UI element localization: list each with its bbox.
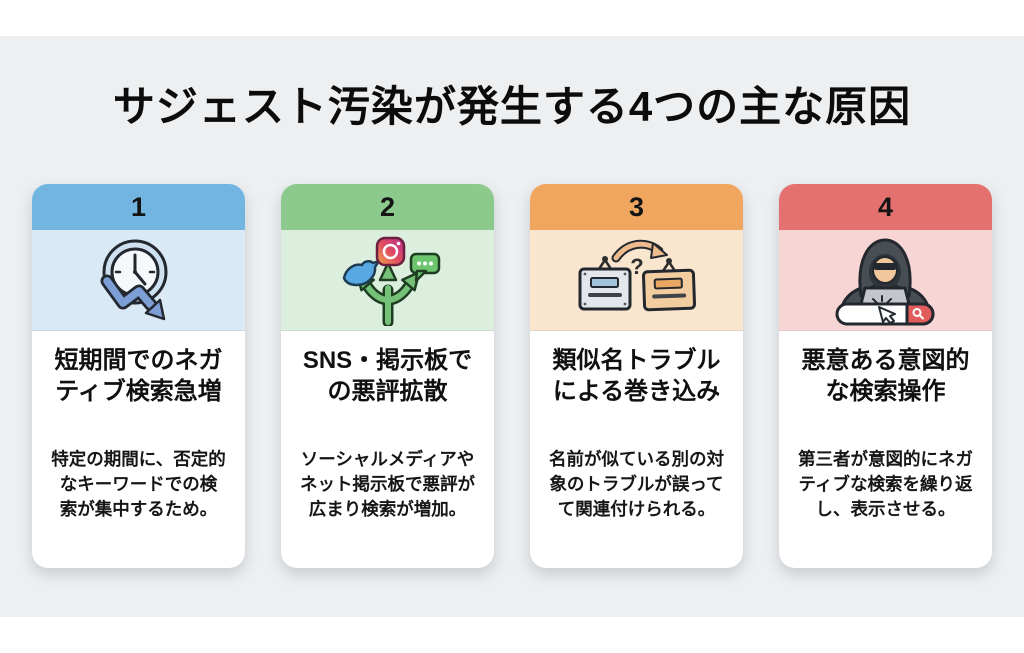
card-number: 2 [379,191,396,222]
card-title: SNS・掲示板で の悪評拡散 [302,347,473,406]
card-icon-area [281,230,494,331]
card-number-badge: 3 [530,184,743,230]
page-title: サジェスト汚染が発生する4つの主な原因 [112,83,912,130]
card-number-badge: 4 [779,184,992,230]
card-number: 3 [628,191,645,222]
card-icon-area [779,230,992,331]
card-number: 1 [130,191,147,222]
hacker-search-icon [829,232,943,328]
cause-card-4: 4 [779,184,992,568]
clock-decline-icon [89,235,189,325]
card-description: 名前が似ている別の対 象のトラブルが誤って て関連付けられる。 [549,449,724,520]
card-title: 悪意ある意図的 な検索操作 [801,347,970,406]
card-number: 4 [877,191,894,222]
card-number-badge: 1 [32,184,245,230]
card-icon-area: ? [530,230,743,331]
card-description: 第三者が意図的にネガ ティブな検索を繰り返 し、表示させる。 [798,449,973,520]
card-number-badge: 2 [281,184,494,230]
social-spread-icon [335,234,441,326]
cause-card-1: 1 短 [32,184,245,568]
svg-text:?: ? [630,254,643,279]
card-description: 特定の期間に、否定的 なキーワードでの検 索が集中するため。 [51,449,226,520]
cause-card-3: 3 [530,184,743,568]
canvas: サジェスト汚染が発生する4つの主な原因 1 [0,36,1024,617]
cards-row: 1 短 [0,184,1024,568]
card-title: 短期間でのネガ ティブ検索急増 [54,347,223,406]
cause-card-2: 2 [281,184,494,568]
card-icon-area [32,230,245,331]
name-mixup-icon: ? [574,236,700,324]
card-title: 類似名トラブル による巻き込み [552,347,721,406]
card-description: ソーシャルメディアや ネット掲示板で悪評が 広まり検索が増加。 [300,449,475,520]
